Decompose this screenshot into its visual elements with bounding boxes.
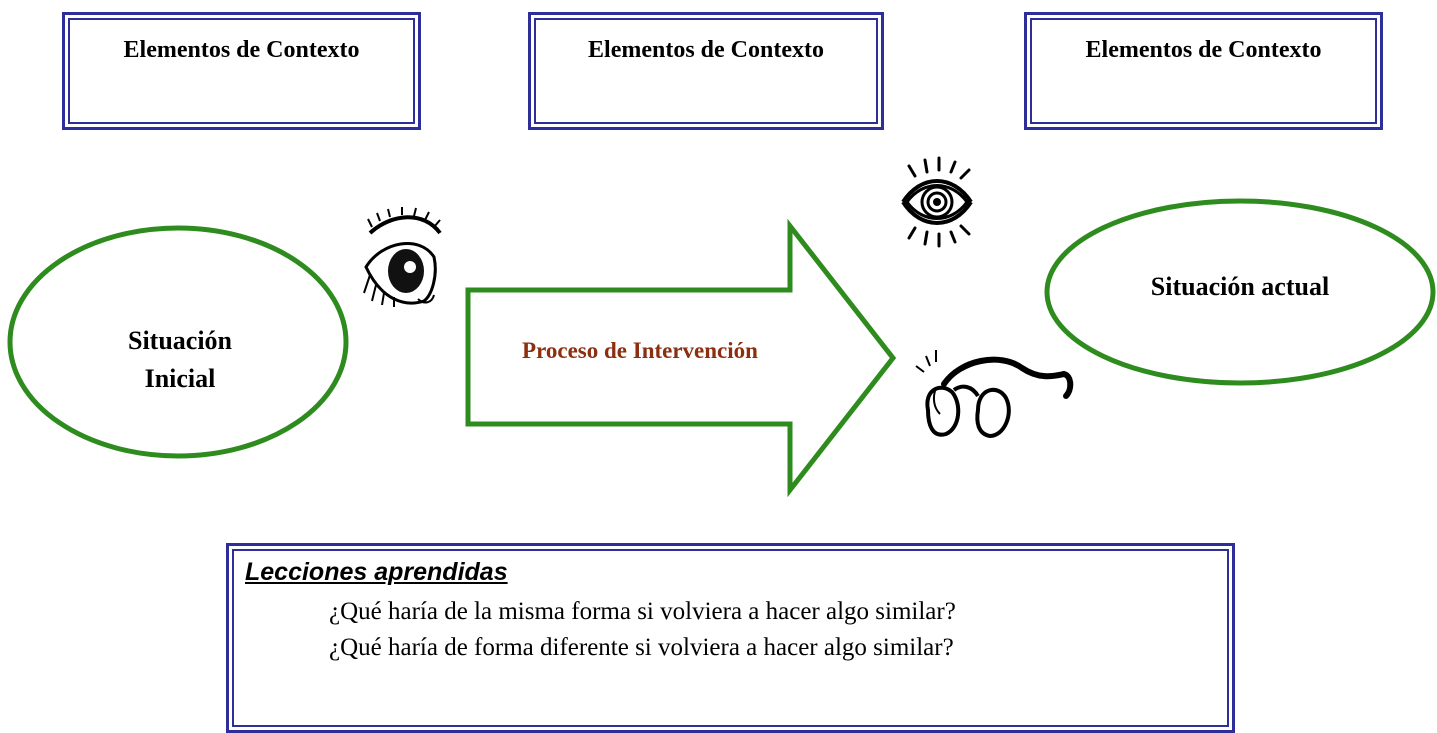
- eyeglasses-icon: [915, 350, 1074, 439]
- lessons-box: Lecciones aprendidas ¿Qué haría de la mi…: [226, 543, 1235, 733]
- context-box-3: Elementos de Contexto: [1024, 12, 1383, 130]
- current-situation-label: Situación actual: [1150, 272, 1330, 301]
- eye-side-icon: [363, 207, 442, 307]
- initial-situation-label: Situación Inicial: [90, 322, 270, 398]
- initial-situation-ellipse: [7, 225, 349, 459]
- context-box-2: Elementos de Contexto: [528, 12, 884, 130]
- lessons-title: Lecciones aprendidas: [245, 558, 508, 586]
- context-box-label: Elementos de Contexto: [588, 37, 824, 63]
- context-box-label: Elementos de Contexto: [1085, 37, 1322, 63]
- lesson-question-1: ¿Qué haría de la misma forma si volviera…: [329, 598, 956, 625]
- initial-situation-line1: Situación: [127, 326, 233, 355]
- process-arrow: [465, 218, 897, 498]
- eye-radiant-icon: [901, 156, 973, 248]
- current-situation-ellipse: [1044, 198, 1436, 386]
- context-box-label: Elementos de Contexto: [123, 37, 360, 63]
- lesson-question-2: ¿Qué haría de forma diferente si volvier…: [329, 634, 954, 661]
- initial-situation-line2: Inicial: [144, 364, 216, 393]
- process-label: Proceso de Intervención: [522, 338, 758, 363]
- context-box-1: Elementos de Contexto: [62, 12, 421, 130]
